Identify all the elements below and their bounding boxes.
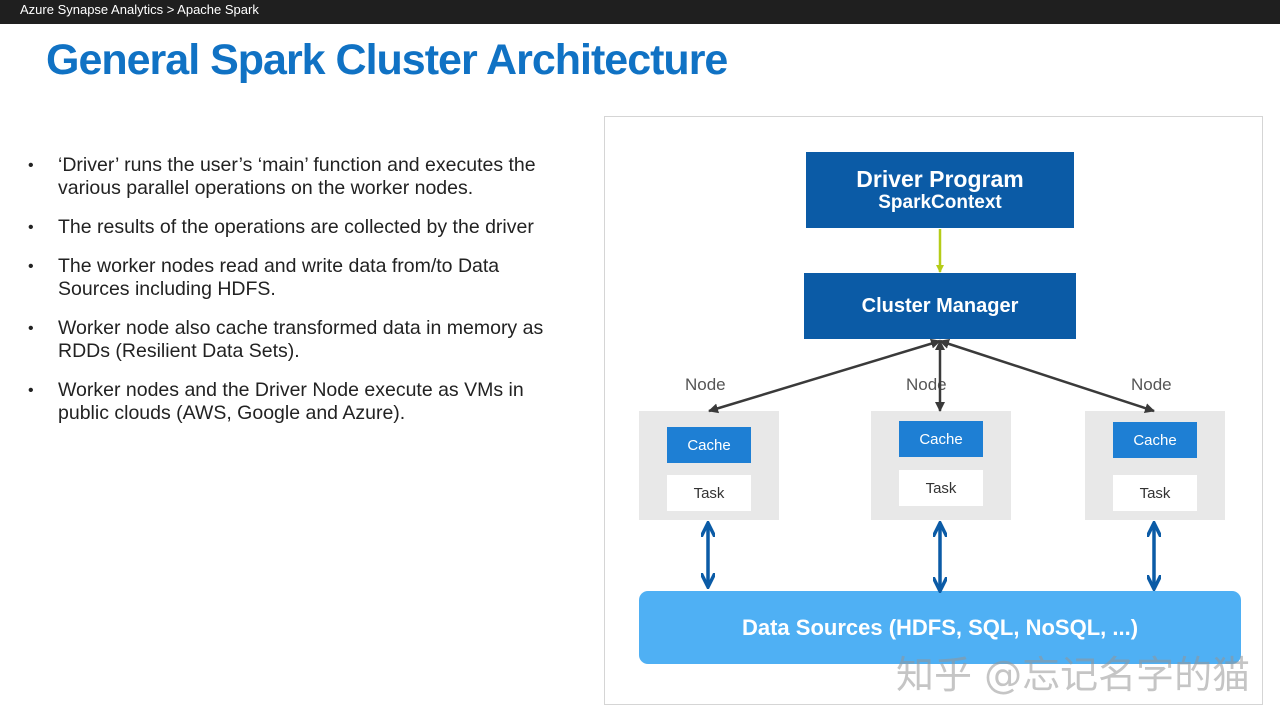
cache-box: Cache xyxy=(899,421,983,457)
worker-node-1: Cache Task xyxy=(639,411,779,520)
bullet-text: The worker nodes read and write data fro… xyxy=(58,255,500,300)
data-sources-label: Data Sources (HDFS, SQL, NoSQL, ...) xyxy=(741,614,1139,640)
slide-title: General Spark Cluster Architecture xyxy=(46,36,728,84)
cluster-manager-label: Cluster Manager xyxy=(861,294,1019,317)
bullet-list: • ‘Driver’ runs the user’s ‘main’ functio… xyxy=(28,154,568,441)
worker-node-2: Cache Task xyxy=(871,411,1011,520)
bullet-text: The results of the operations are collec… xyxy=(58,216,534,238)
bullet-dot: • xyxy=(28,382,34,399)
manager-node1-arrow xyxy=(708,338,941,414)
bullet-text: ‘Driver’ runs the user’s ‘main’ function… xyxy=(58,154,536,199)
cache-box: Cache xyxy=(1113,422,1197,458)
bullet-item: • The worker nodes read and write data fr… xyxy=(28,255,568,301)
bullet-item: • ‘Driver’ runs the user’s ‘main’ functio… xyxy=(28,154,568,200)
cache-box: Cache xyxy=(667,427,751,463)
bullet-dot: • xyxy=(28,258,34,275)
watermark: 知乎 @忘记名字的猫 xyxy=(896,653,1251,697)
architecture-diagram: Driver Program SparkContext Cluster Mana… xyxy=(604,116,1263,705)
bullet-text: Worker nodes and the Driver Node execute… xyxy=(58,379,524,424)
bullet-dot: • xyxy=(28,219,34,236)
bullet-dot: • xyxy=(28,320,34,337)
task-box: Task xyxy=(1113,475,1197,511)
manager-node3-arrow xyxy=(939,339,1155,413)
spark-context-label: SparkContext xyxy=(878,192,1002,213)
driver-program-title: Driver Program xyxy=(856,166,1024,192)
connector-arrows xyxy=(605,229,1264,706)
worker-node-3: Cache Task xyxy=(1085,411,1225,520)
bullet-item: • The results of the operations are colle… xyxy=(28,216,568,239)
breadcrumb[interactable]: Azure Synapse Analytics > Apache Spark xyxy=(20,2,259,17)
bullet-dot: • xyxy=(28,157,34,174)
task-box: Task xyxy=(899,470,983,506)
header-bar: Azure Synapse Analytics > Apache Spark xyxy=(0,0,1280,24)
bullet-item: • Worker nodes and the Driver Node execut… xyxy=(28,379,568,425)
bullet-item: • Worker node also cache transformed data… xyxy=(28,317,568,363)
driver-program-box: Driver Program SparkContext xyxy=(806,152,1074,228)
task-box: Task xyxy=(667,475,751,511)
bullet-text: Worker node also cache transformed data … xyxy=(58,317,544,362)
data-sources-box: Data Sources (HDFS, SQL, NoSQL, ...) xyxy=(639,591,1241,664)
cluster-manager-box: Cluster Manager xyxy=(804,273,1076,339)
